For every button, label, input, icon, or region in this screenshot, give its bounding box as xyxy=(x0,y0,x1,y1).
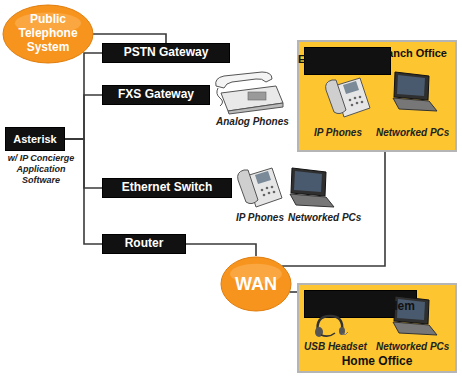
node-label: Ethernet Switch xyxy=(122,181,213,195)
cloud-shape xyxy=(221,257,291,311)
device-label: USB Headset xyxy=(304,341,367,352)
node-label: Ethernet Switch xyxy=(297,53,382,66)
connector-line xyxy=(65,95,102,139)
panel-heading: Branch Office xyxy=(375,47,447,59)
device-label: IP Phones xyxy=(236,212,284,223)
device-label: Networked PCs xyxy=(376,127,449,138)
node-label: PSTN Gateway xyxy=(124,46,209,60)
node-label: WAN xyxy=(232,274,280,295)
software-caption: w/ IP Concierge Application Software xyxy=(4,153,78,185)
server-box: Asteriskw/ IP Concierge Application Soft… xyxy=(5,127,65,151)
node-label: Router xyxy=(125,237,164,251)
laptop-icon xyxy=(290,168,334,207)
node-label: FXS Gateway xyxy=(118,88,194,102)
wan-cloud: WAN xyxy=(220,256,292,312)
analog-phone-icon xyxy=(216,72,283,114)
panel-heading: Home Office xyxy=(299,354,455,368)
connector-line xyxy=(186,244,256,256)
gateway-box: PSTN Gateway xyxy=(102,43,230,63)
device-label: Networked PCs xyxy=(376,341,449,352)
connector-line xyxy=(282,152,385,266)
device-label: Analog Phones xyxy=(216,116,289,127)
node-label: Public Telephone System xyxy=(14,13,82,54)
cloud-shape xyxy=(3,5,93,63)
node-label: Broadband Modem xyxy=(305,300,416,314)
device-label: Networked PCs xyxy=(288,212,361,223)
gateway-box: FXS Gateway xyxy=(102,85,210,105)
telephone-system-cloud: Public Telephone System xyxy=(2,4,94,64)
modem-box: Broadband Modem xyxy=(304,290,417,318)
connector-line xyxy=(93,34,166,43)
switch-box: Ethernet Switch xyxy=(102,178,232,198)
connector-line xyxy=(289,291,297,293)
ip-phone-icon xyxy=(238,168,282,207)
connector-line xyxy=(65,53,102,139)
device-label: IP Phones xyxy=(314,127,362,138)
server-name: Asterisk xyxy=(13,133,56,146)
router-box: Router xyxy=(102,234,186,254)
